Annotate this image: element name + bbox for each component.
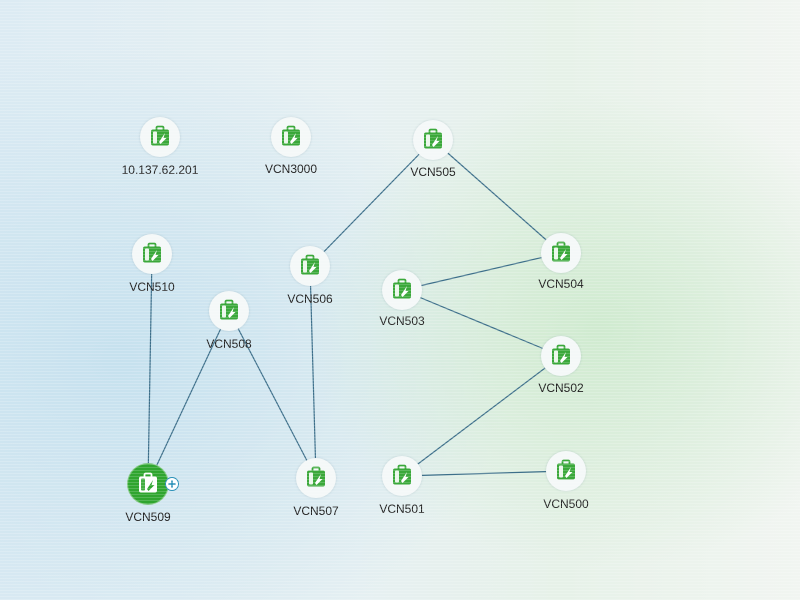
node-label-vcn506: VCN506 (287, 292, 333, 306)
node-vcn505[interactable] (413, 120, 453, 160)
node-vcn508[interactable] (209, 291, 249, 331)
node-vcn3000[interactable] (271, 117, 311, 157)
node-label-vcn502: VCN502 (538, 381, 584, 395)
node-vcn502[interactable] (541, 336, 581, 376)
link-vcn501-vcn500[interactable] (401, 470, 567, 477)
link-vcn503-vcn502[interactable] (401, 289, 562, 357)
add-plus-icon[interactable] (165, 477, 179, 491)
node-vcn503[interactable] (382, 270, 422, 310)
node-10-137-62-201[interactable] (140, 117, 180, 157)
node-label-vcn507: VCN507 (293, 504, 339, 518)
node-vcn504[interactable] (541, 233, 581, 273)
node-label-vcn503: VCN503 (379, 314, 425, 328)
node-vcn510[interactable] (132, 234, 172, 274)
link-vcn508-vcn509[interactable] (147, 310, 230, 485)
node-label-vcn3000: VCN3000 (264, 162, 318, 176)
node-vcn500[interactable] (546, 451, 586, 491)
node-label-vcn501: VCN501 (379, 502, 425, 516)
link-vcn505-vcn506[interactable] (309, 139, 434, 267)
node-label-vcn510: VCN510 (129, 280, 175, 294)
link-vcn502-vcn501[interactable] (401, 355, 562, 477)
node-label-10-137-62-201: 10.137.62.201 (121, 163, 199, 177)
link-vcn510-vcn509[interactable] (147, 253, 153, 485)
node-vcn506[interactable] (290, 246, 330, 286)
node-label-vcn509: VCN509 (125, 510, 171, 524)
link-vcn506-vcn507[interactable] (309, 265, 317, 479)
node-label-vcn504: VCN504 (538, 277, 584, 291)
node-label-vcn500: VCN500 (543, 497, 589, 511)
node-vcn509[interactable] (128, 464, 168, 504)
link-vcn508-vcn507[interactable] (228, 310, 317, 479)
node-vcn507[interactable] (296, 458, 336, 498)
link-vcn503-vcn504[interactable] (401, 252, 562, 291)
link-vcn505-vcn504[interactable] (432, 139, 562, 254)
node-label-vcn505: VCN505 (410, 165, 456, 179)
node-label-vcn508: VCN508 (206, 337, 252, 351)
node-vcn501[interactable] (382, 456, 422, 496)
